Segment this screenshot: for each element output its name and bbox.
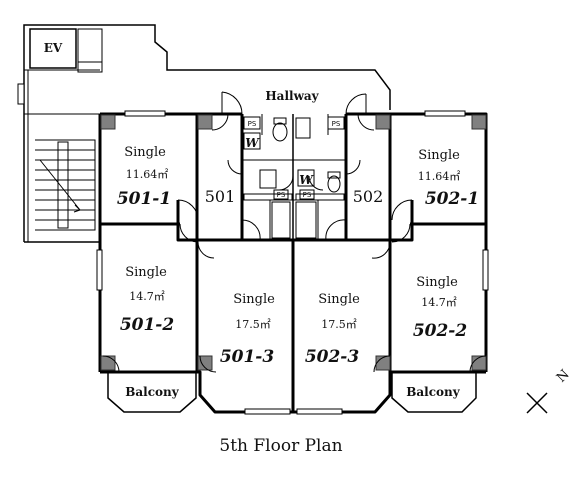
room-number: 502-1 <box>425 189 479 209</box>
balcony-label-502: Balcony <box>406 385 461 399</box>
room-area: 14.7㎡ <box>421 296 457 309</box>
room-501-1: Single 11.64㎡ 501-1 <box>117 145 171 209</box>
ps-label-4: PS <box>303 191 312 199</box>
room-number: 501-3 <box>220 347 275 367</box>
staircase <box>35 139 96 231</box>
room-type: Single <box>233 292 275 307</box>
room-area: 17.5㎡ <box>321 318 357 331</box>
room-type: Single <box>125 265 167 280</box>
room-area: 11.64㎡ <box>418 170 461 183</box>
ps-label-2: PS <box>332 120 341 128</box>
room-area: 11.64㎡ <box>126 168 169 181</box>
stair-core <box>23 24 391 243</box>
apartment-label-501: 501 <box>205 187 236 206</box>
room-number: 502-2 <box>413 321 468 341</box>
room-area: 17.5㎡ <box>235 318 271 331</box>
elevator: EV <box>29 28 103 73</box>
compass: N <box>526 367 573 414</box>
wc-label-502: W <box>299 173 314 187</box>
compass-label: N <box>554 367 573 386</box>
room-number: 502-3 <box>305 347 360 367</box>
room-type: Single <box>318 292 360 307</box>
room-area: 14.7㎡ <box>129 290 165 303</box>
service-core: PS PS PS PS W W <box>242 114 346 240</box>
balcony-label-501: Balcony <box>125 385 180 399</box>
room-502-1: Single 11.64㎡ 502-1 <box>418 148 479 209</box>
balcony-502: Balcony <box>391 372 477 413</box>
ps-label-1: PS <box>248 120 257 128</box>
room-type: Single <box>416 275 458 290</box>
plan-title: 5th Floor Plan <box>219 436 342 456</box>
room-501-3: Single 17.5㎡ 501-3 <box>220 292 275 367</box>
room-number: 501-1 <box>117 189 171 209</box>
doors <box>102 91 487 373</box>
windows <box>17 83 489 415</box>
room-502-2: Single 14.7㎡ 502-2 <box>413 275 468 341</box>
balcony-501: Balcony <box>107 372 197 413</box>
wc-label-501: W <box>245 136 260 150</box>
room-type: Single <box>124 145 166 160</box>
room-type: Single <box>418 148 460 163</box>
room-number: 501-2 <box>120 315 175 335</box>
hallway-label: Hallway <box>265 89 319 103</box>
ps-label-3: PS <box>277 191 286 199</box>
elevator-label: EV <box>44 41 63 55</box>
apartment-label-502: 502 <box>353 187 384 206</box>
room-501-2: Single 14.7㎡ 501-2 <box>120 265 175 335</box>
room-502-3: Single 17.5㎡ 502-3 <box>305 292 360 367</box>
